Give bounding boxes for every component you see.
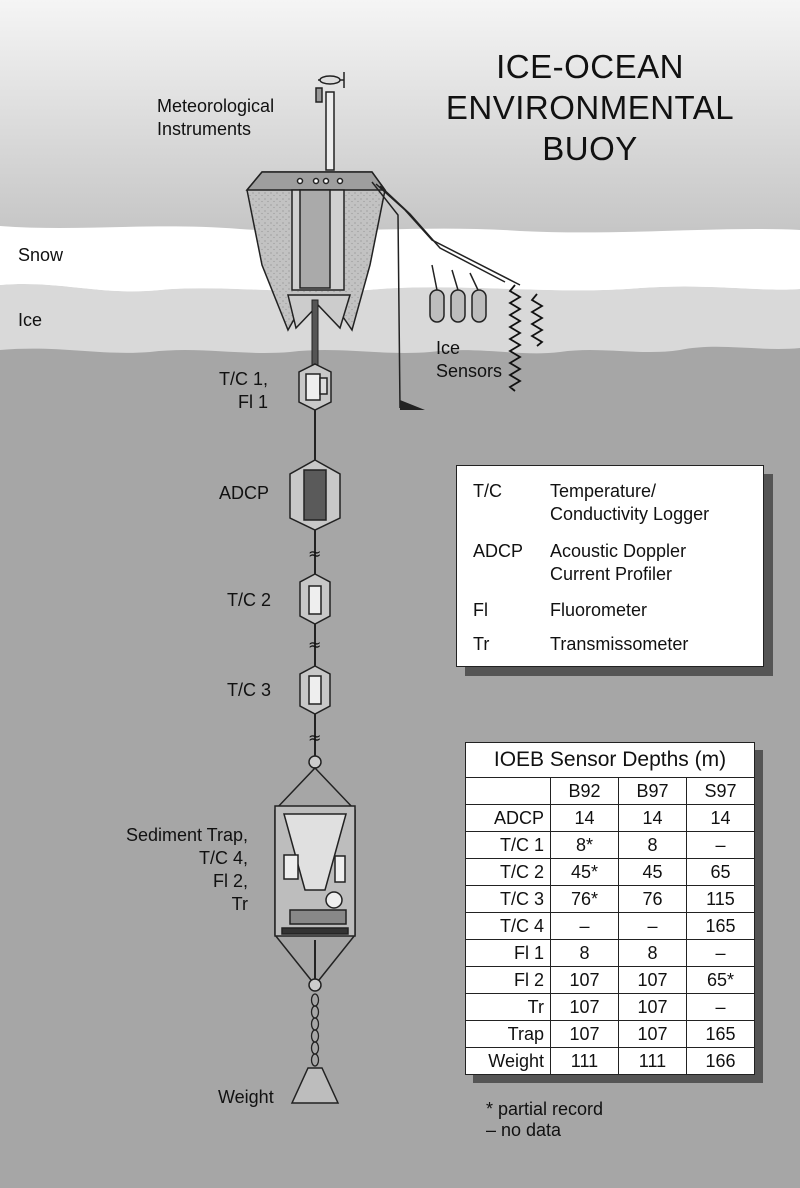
- depth-cell: 14: [617, 804, 687, 832]
- tc2-instrument: [299, 573, 331, 625]
- label-tc1: T/C 1, Fl 1: [218, 369, 268, 412]
- label-ice: Ice: [18, 310, 43, 330]
- column-header: S97: [685, 777, 756, 805]
- column-header: B92: [550, 777, 619, 805]
- depth-cell: –: [685, 993, 756, 1021]
- depth-cell: 65*: [685, 966, 756, 994]
- depth-cell: 107: [550, 1020, 619, 1048]
- line-break-marks: ≈ ≈ ≈: [308, 544, 321, 747]
- title-line-2: ENVIRONMENTAL: [445, 89, 735, 126]
- depth-cell: 14: [550, 804, 619, 832]
- row-sensor-label: T/C 2: [465, 858, 551, 886]
- depth-cell: 107: [550, 966, 619, 994]
- thermistor-strings: [508, 284, 544, 392]
- depth-cell: 14: [685, 804, 756, 832]
- snow-layer: [0, 226, 800, 292]
- row-sensor-label: Fl 1: [465, 939, 551, 967]
- svg-text:≈: ≈: [308, 635, 321, 654]
- sediment-trap: [274, 755, 356, 992]
- row-sensor-label: Trap: [465, 1020, 551, 1048]
- depth-cell: 107: [617, 993, 687, 1021]
- depth-cell: 111: [550, 1047, 619, 1075]
- note-partial: * partial record: [486, 1099, 604, 1119]
- depth-cell: 45: [617, 858, 687, 886]
- depth-cell: 166: [685, 1047, 756, 1075]
- row-sensor-label: Weight: [465, 1047, 551, 1075]
- row-sensor-label: ADCP: [465, 804, 551, 832]
- svg-text:≈: ≈: [308, 728, 321, 747]
- label-weight: Weight: [218, 1087, 274, 1107]
- tc1-instrument: [298, 363, 332, 411]
- ice-layer: [0, 284, 800, 354]
- label-snow: Snow: [18, 245, 64, 265]
- depth-cell: 107: [617, 1020, 687, 1048]
- surface-float: [245, 171, 387, 332]
- label-sediment-trap: Sediment Trap, T/C 4, Fl 2, Tr: [125, 825, 248, 914]
- label-tc3: T/C 3: [227, 680, 272, 700]
- anchor-flag: [400, 400, 425, 410]
- depth-cell: 8*: [550, 831, 619, 859]
- label-adcp: ADCP: [219, 483, 270, 503]
- depth-cell: 107: [550, 993, 619, 1021]
- depth-cell: 76: [617, 885, 687, 913]
- depth-cell: 111: [617, 1047, 687, 1075]
- depth-cell: 8: [617, 939, 687, 967]
- depth-cell: 45*: [550, 858, 619, 886]
- depth-cell: 8: [550, 939, 619, 967]
- note-no-data: – no data: [486, 1120, 562, 1140]
- depth-cell: 165: [685, 1020, 756, 1048]
- depth-cell: 165: [685, 912, 756, 940]
- title-line-3: BUOY: [542, 130, 638, 167]
- abbreviation-legend: T/C Temperature/Conductivity Logger ADCP…: [456, 465, 764, 667]
- svg-text:≈: ≈: [308, 544, 321, 563]
- row-sensor-label: T/C 1: [465, 831, 551, 859]
- ice-sensor-cables: [371, 181, 521, 409]
- title-line-1: ICE-OCEAN: [496, 48, 684, 85]
- depth-cell: –: [550, 912, 619, 940]
- row-sensor-label: Tr: [465, 993, 551, 1021]
- depth-cell: –: [685, 831, 756, 859]
- label-tc2: T/C 2: [227, 590, 272, 610]
- row-sensor-label: T/C 4: [465, 912, 551, 940]
- depth-cell: 115: [685, 885, 756, 913]
- adcp-instrument: [289, 459, 341, 531]
- depth-cell: 107: [617, 966, 687, 994]
- met-instruments: [315, 72, 345, 171]
- depth-cell: 8: [617, 831, 687, 859]
- table-row: T/C 4––165: [465, 912, 756, 940]
- label-met-instruments: Meteorological Instruments: [157, 96, 275, 139]
- column-header: B97: [617, 777, 687, 805]
- depth-cell: –: [685, 939, 756, 967]
- row-sensor-label: Fl 2: [465, 966, 551, 994]
- chain: [310, 993, 320, 1067]
- label-ice-sensors: Ice Sensors: [436, 338, 503, 381]
- depth-cell: –: [617, 912, 687, 940]
- diagram-title: ICE-OCEAN ENVIRONMENTAL BUOY: [430, 46, 750, 169]
- table-title: IOEB Sensor Depths (m): [465, 742, 755, 778]
- tc3-instrument: [299, 665, 331, 715]
- depth-cell: 76*: [550, 885, 619, 913]
- ice-sensor-pods: [429, 289, 487, 323]
- table-header-row: B92 B97 S97: [465, 777, 756, 805]
- depth-cell: 65: [685, 858, 756, 886]
- weight-shape: [290, 1067, 340, 1104]
- sky: [0, 0, 800, 240]
- row-sensor-label: T/C 3: [465, 885, 551, 913]
